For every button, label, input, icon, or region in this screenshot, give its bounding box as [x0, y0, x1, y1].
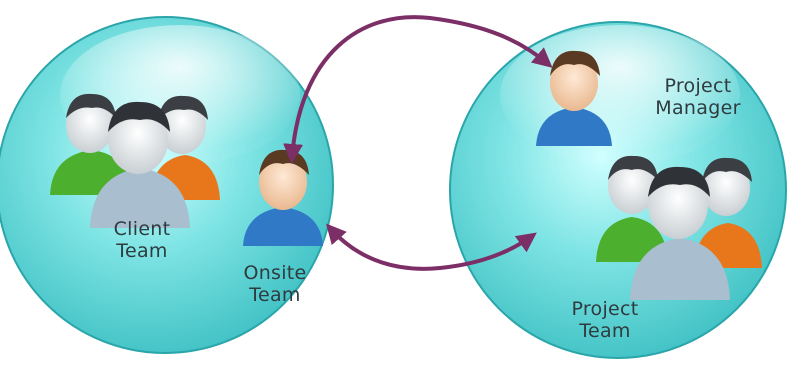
onsite-team-label-line2: Team — [249, 284, 301, 306]
onsite-team-label: Onsite Team — [230, 262, 320, 306]
onsite-project-team-arrow — [326, 223, 537, 271]
project-team-label-line2: Team — [579, 320, 631, 342]
project-team-people-icon — [596, 155, 762, 300]
project-team-label: Project Team — [555, 298, 655, 342]
project-manager-label-line1: Project — [664, 75, 732, 97]
client-team-label-line1: Client — [113, 218, 171, 240]
onsite-team-label-line1: Onsite — [243, 262, 307, 284]
client-team-people-icon — [50, 93, 220, 228]
project-manager-label-line2: Manager — [655, 97, 741, 119]
manager-onsite-arrow — [283, 15, 553, 164]
project-team-label-line1: Project — [571, 298, 639, 320]
project-manager-icon — [536, 50, 612, 146]
client-team-label-line2: Team — [116, 240, 168, 262]
client-team-label: Client Team — [92, 218, 192, 262]
project-manager-label: Project Manager — [628, 75, 768, 119]
